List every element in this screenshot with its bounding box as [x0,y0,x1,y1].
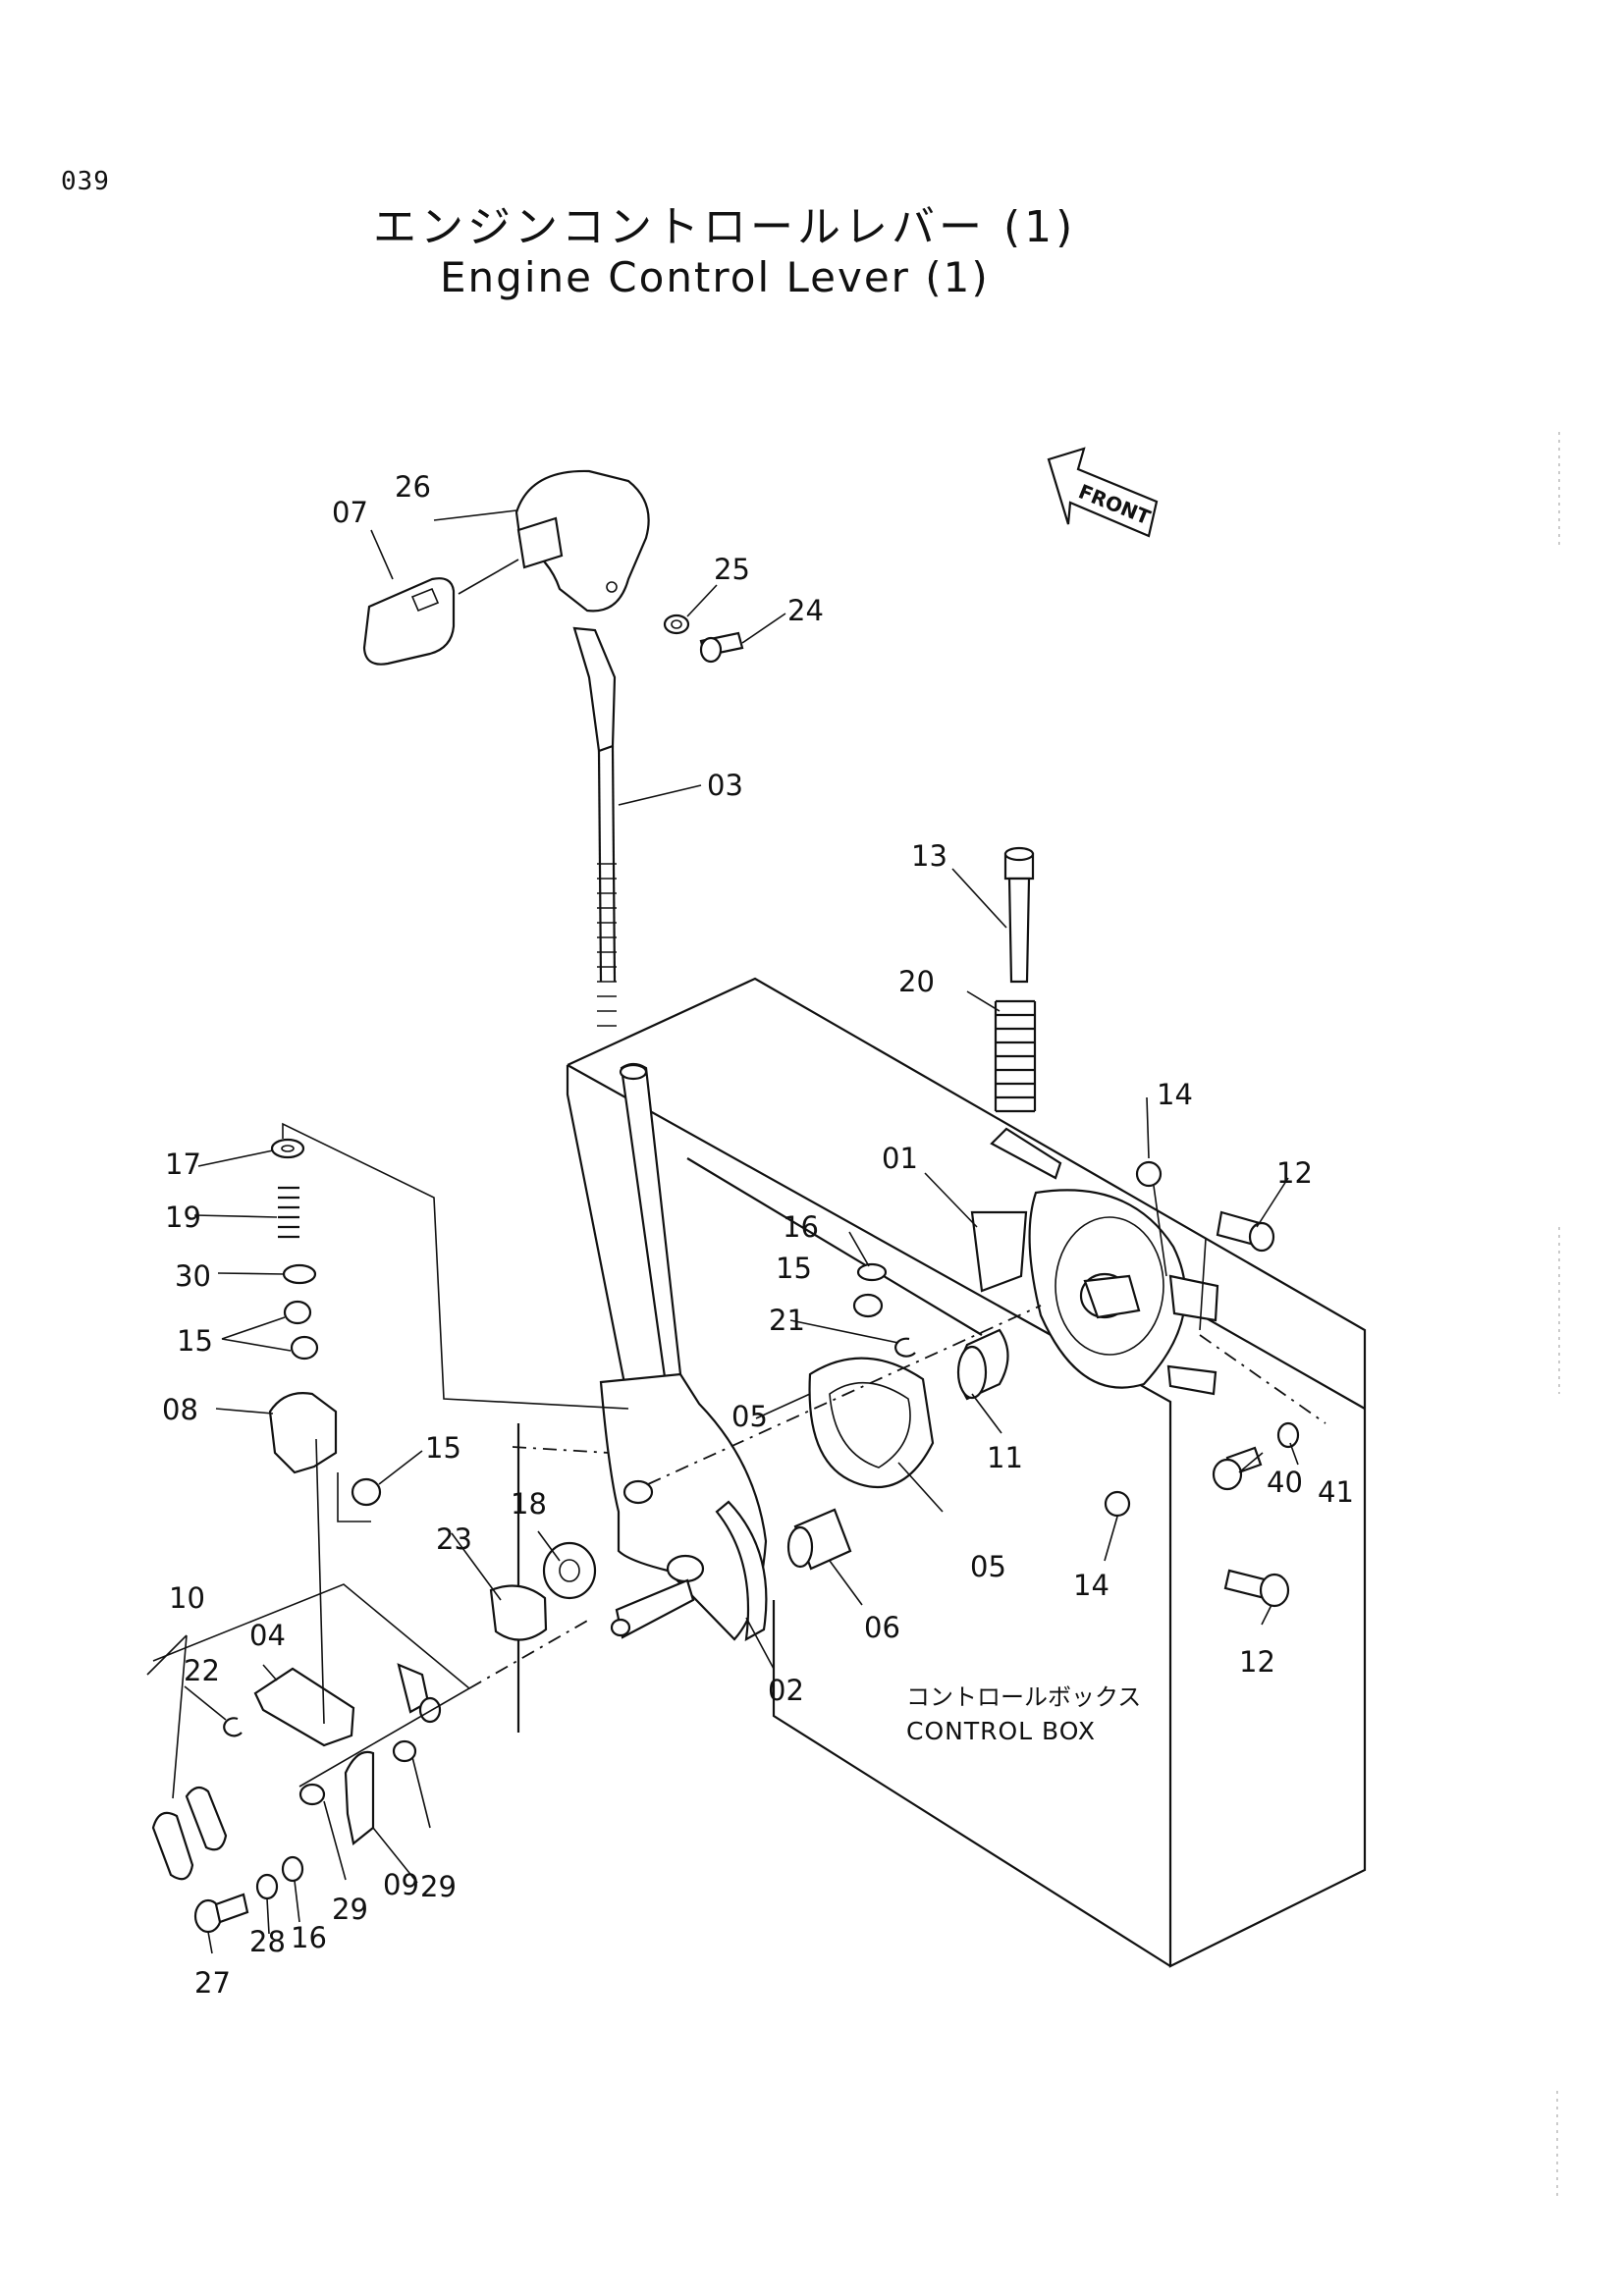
label-part-05-left: 05 [731,1400,768,1433]
yoke-part-08 [268,1392,338,1474]
screw-part-24 [699,631,744,664]
label-part-41: 41 [1318,1475,1354,1509]
nut-part-15-b [290,1335,319,1361]
washer-part-41 [1276,1421,1300,1449]
bracket-clip [1166,1274,1219,1396]
bracket-part-01 [970,1127,1187,1389]
washer-part-18 [542,1541,597,1600]
leader-lines [146,509,1299,1954]
bolt-part-27 [193,1893,249,1934]
washer-part-17 [270,1138,305,1159]
label-part-23: 23 [436,1522,472,1556]
washer-part-28 [255,1873,279,1900]
label-part-02: 02 [768,1674,804,1707]
bolt-part-12-upper [1216,1210,1275,1253]
bolt-part-12-lower [1223,1569,1290,1608]
nut-part-14-lower [1104,1490,1131,1518]
label-part-09: 09 [383,1868,419,1901]
label-part-15-right: 15 [425,1431,461,1465]
bolt-part-40 [1212,1446,1263,1491]
control-box-label-jp: コントロールボックス [906,1683,1141,1711]
cup-part-05 [808,1357,935,1489]
label-part-25: 25 [714,553,750,586]
lever-part-02 [599,1062,768,1642]
nut-part-15-a [283,1300,312,1325]
bolt-part-13 [1003,846,1035,984]
label-part-15-upper: 15 [776,1252,812,1285]
label-part-20: 20 [898,965,935,998]
scan-margin-marks [1556,432,1560,2199]
label-part-06: 06 [864,1611,900,1644]
link-part-10 [151,1786,228,1881]
label-part-27: 27 [194,1966,231,2000]
washer-part-30 [282,1263,317,1285]
label-part-29-left: 29 [332,1893,368,1926]
label-part-16-lower: 16 [291,1921,327,1954]
label-part-21: 21 [769,1304,805,1337]
knob-cap-part-07 [362,577,456,666]
pin-part-10 [397,1663,442,1724]
label-part-28: 28 [249,1925,286,1958]
page-number: 039 [61,167,110,196]
front-arrow-icon: FRONT [1047,447,1159,538]
label-part-04: 04 [249,1619,286,1652]
bushing-part-11 [956,1328,1009,1401]
label-part-12-lower: 12 [1239,1645,1275,1679]
label-part-07: 07 [332,496,368,529]
washer-part-16-upper [856,1262,888,1282]
knob-part-26 [514,469,650,613]
label-part-10: 10 [169,1581,205,1615]
spring-part-19 [278,1186,299,1239]
control-box-label-en: CONTROL BOX [906,1717,1096,1745]
label-part-14-upper: 14 [1157,1078,1193,1111]
label-part-16-upper: 16 [783,1210,819,1244]
snap-ring-part-21 [894,1337,916,1358]
nut-part-15-upper [852,1293,884,1318]
label-part-12-upper: 12 [1276,1156,1313,1190]
label-part-19: 19 [165,1201,201,1234]
label-part-29-right: 29 [420,1870,457,1903]
washer-part-16-lower [281,1855,304,1883]
washer-part-29-b [392,1739,417,1763]
assembly-guide-lines [152,1122,1326,1788]
spacer-part-06 [786,1508,852,1571]
label-part-01: 01 [882,1142,918,1175]
label-part-18: 18 [511,1487,547,1521]
washer-part-25 [663,614,690,635]
arm-part-04 [253,1667,355,1747]
rod-part-03 [572,626,617,1027]
label-part-26: 26 [395,470,431,504]
title-japanese: エンジンコントロールレバー (1) [373,202,1077,252]
nut-part-15-c [351,1477,382,1507]
washer-part-29-a [298,1783,326,1806]
eclip-part-23 [489,1584,548,1641]
label-part-24: 24 [787,594,824,627]
title-english: Engine Control Lever (1) [440,253,990,301]
label-part-03: 03 [707,769,743,802]
spring-part-20 [994,999,1037,1113]
label-part-22: 22 [184,1654,220,1687]
plate-part-09 [344,1750,375,1845]
label-part-40: 40 [1267,1466,1303,1499]
label-part-17: 17 [165,1148,201,1181]
label-part-13: 13 [911,839,947,873]
label-part-14-lower: 14 [1073,1569,1109,1602]
control-box-outline [516,977,1367,1968]
eclip-part-22 [223,1717,243,1737]
label-part-15-left: 15 [177,1324,213,1358]
label-part-30: 30 [175,1259,211,1293]
nut-part-14-upper [1135,1160,1163,1188]
label-part-08: 08 [162,1393,198,1426]
label-part-11: 11 [987,1441,1023,1474]
label-part-05-right: 05 [970,1550,1006,1583]
